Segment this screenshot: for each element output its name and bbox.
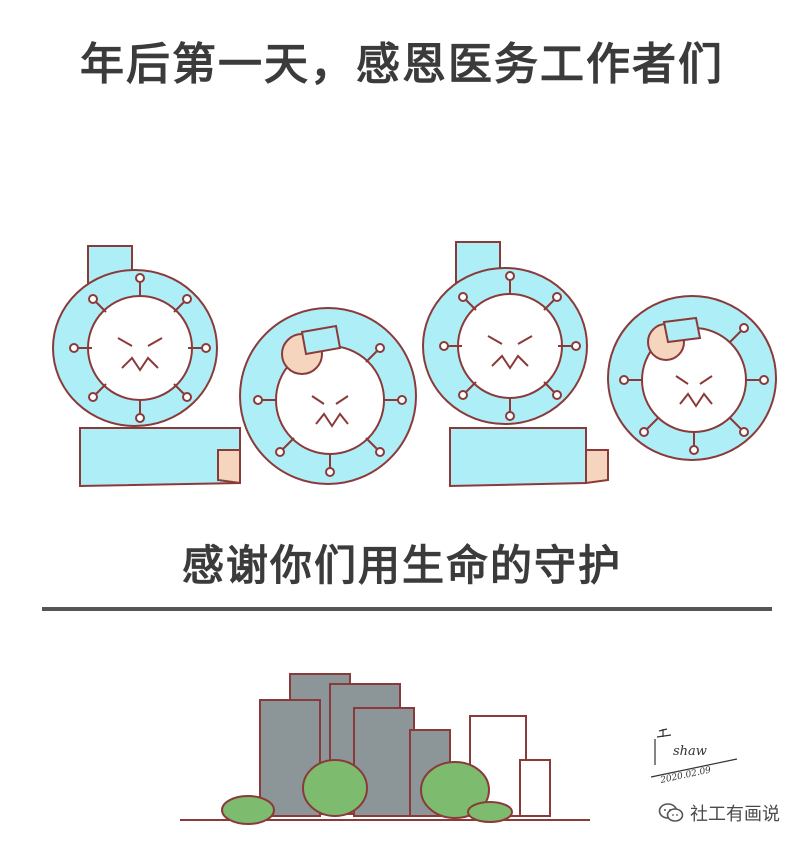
- city-buildings-illustration: [180, 673, 590, 825]
- signature-date: 2020.02.09: [659, 765, 713, 786]
- subline: 感谢你们用生命的守护: [181, 541, 622, 590]
- watermark: 社工有画说: [658, 800, 780, 826]
- watermark-label: 社工有画说: [690, 804, 780, 825]
- digit-2-second: [422, 241, 609, 488]
- coronavirus-2020-illustration: [52, 241, 777, 488]
- headline: 年后第一天，感恩医务工作者们: [80, 39, 724, 90]
- digit-0-second: [607, 295, 777, 461]
- signature-name: shaw: [673, 744, 707, 759]
- digit-2-first: [52, 245, 241, 488]
- divider: [42, 607, 772, 611]
- wechat-icon: [658, 803, 684, 822]
- digit-0-first: [239, 307, 417, 485]
- artist-signature: shaw 2020.02.09: [650, 728, 738, 786]
